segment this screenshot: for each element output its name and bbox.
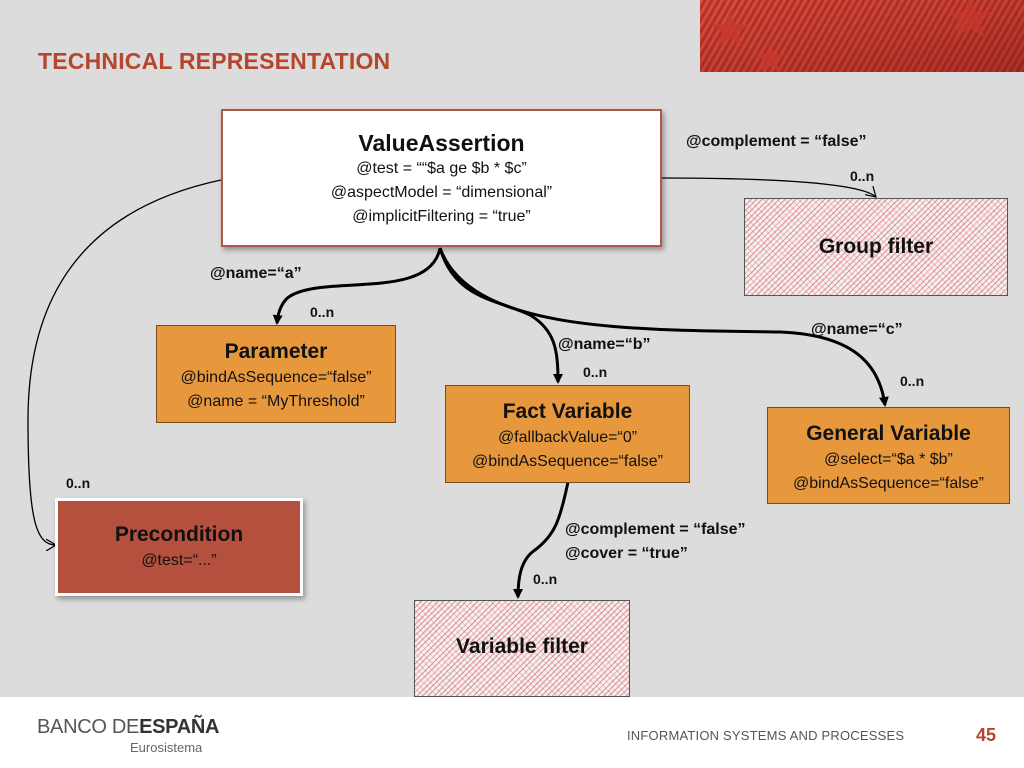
value-assertion-implicit-filtering: @implicitFiltering = “true” xyxy=(352,208,531,225)
group-filter-title: Group filter xyxy=(818,235,934,258)
fact-variable-bind-as-sequence: @bindAsSequence=“false” xyxy=(471,453,664,470)
general-variable-title: General Variable xyxy=(806,422,971,445)
fact-variable-cardinality: 0..n xyxy=(583,364,608,380)
value-assertion-title: ValueAssertion xyxy=(358,130,525,156)
slide-footer xyxy=(0,697,1024,768)
fact-variable-fallback-value: @fallbackValue=“0” xyxy=(497,429,638,446)
edge-parameter xyxy=(272,247,442,325)
edge-fact-variable xyxy=(438,247,563,384)
group-filter-box: Group filter xyxy=(744,198,1008,296)
variable-filter-cover-label: @cover = “true” xyxy=(565,545,688,562)
parameter-bind-as-sequence: @bindAsSequence=“false” xyxy=(180,369,372,386)
group-filter-complement-label: @complement = “false” xyxy=(686,133,867,150)
precondition-cardinality: 0..n xyxy=(66,475,91,491)
precondition-title: Precondition xyxy=(114,523,244,546)
banco-de-espana-logo: BANCO DEESPAÑA xyxy=(37,716,219,739)
parameter-box: Parameter @bindAsSequence=“false” @name … xyxy=(156,325,396,423)
precondition-box: Precondition @test=“...” xyxy=(55,498,303,596)
slide-title: TECHNICAL REPRESENTATION xyxy=(38,48,391,74)
edge-variable-filter xyxy=(513,481,570,599)
logo-subtitle: Eurosistema xyxy=(130,740,203,755)
general-variable-cardinality: 0..n xyxy=(900,373,925,389)
general-variable-box: General Variable @select=“$a * $b” @bind… xyxy=(767,407,1010,504)
edge-general-variable xyxy=(438,247,889,407)
variable-filter-complement-label: @complement = “false” xyxy=(565,521,746,538)
fact-variable-name-label: @name=“b” xyxy=(558,336,651,353)
precondition-test: @test=“...” xyxy=(141,552,217,569)
general-variable-select: @select=“$a * $b” xyxy=(824,451,953,468)
slide-canvas: TECHNICAL REPRESENTATION xyxy=(27,0,1024,697)
parameter-cardinality: 0..n xyxy=(310,304,335,320)
edge-precondition xyxy=(27,179,222,545)
fact-variable-title: Fact Variable xyxy=(502,400,633,423)
parameter-name: @name = “MyThreshold” xyxy=(187,393,365,410)
parameter-title: Parameter xyxy=(224,340,328,363)
variable-filter-title: Variable filter xyxy=(456,635,588,658)
variable-filter-box: Variable filter xyxy=(414,600,630,697)
general-variable-bind-as-sequence: @bindAsSequence=“false” xyxy=(792,475,985,492)
fact-variable-box: Fact Variable @fallbackValue=“0” @bindAs… xyxy=(445,385,690,483)
page-number: 45 xyxy=(976,725,997,745)
parameter-name-label: @name=“a” xyxy=(210,265,302,282)
logo-text-bold: ESPAÑA xyxy=(139,716,220,738)
value-assertion-test: @test = ““$a ge $b * $c” xyxy=(356,160,527,177)
variable-filter-cardinality: 0..n xyxy=(533,571,558,587)
group-filter-cardinality: 0..n xyxy=(850,168,875,184)
logo-text-regular: BANCO DE xyxy=(37,716,140,738)
footer-section-label: INFORMATION SYSTEMS AND PROCESSES xyxy=(627,728,905,743)
general-variable-name-label: @name=“c” xyxy=(811,321,903,338)
value-assertion-box: ValueAssertion @test = ““$a ge $b * $c” … xyxy=(221,109,662,247)
edge-group-filter xyxy=(660,177,876,197)
connector-lines xyxy=(27,177,889,599)
decorative-banner-image xyxy=(700,0,1024,72)
value-assertion-aspect-model: @aspectModel = “dimensional” xyxy=(330,184,553,201)
